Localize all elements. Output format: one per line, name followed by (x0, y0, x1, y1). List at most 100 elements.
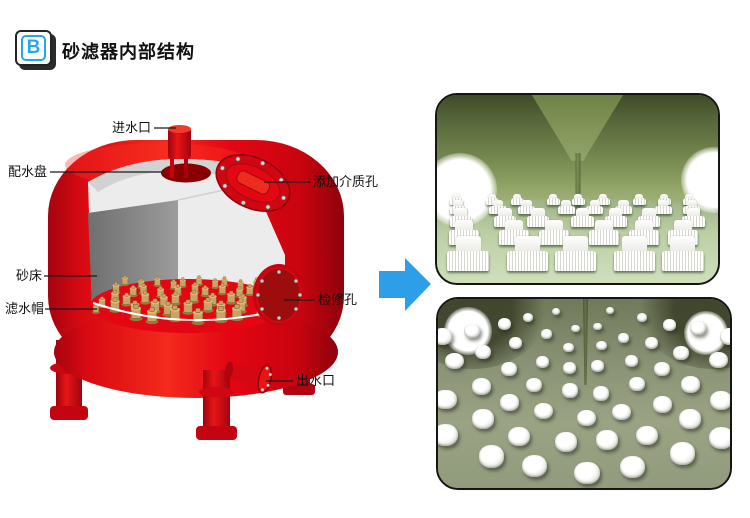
filter-cap (669, 442, 696, 465)
filter-cap (591, 360, 605, 373)
filter-cap (444, 352, 464, 370)
page-title: 砂滤器内部结构 (62, 42, 195, 62)
filter-cap (557, 199, 575, 215)
filter-cap (593, 322, 602, 331)
outlet-pipe (223, 361, 273, 394)
filter-cap (571, 208, 595, 227)
filter-cap (596, 193, 611, 206)
filter-cap (554, 235, 597, 272)
label-outlet: 出水口 (296, 373, 336, 388)
filter-cap (576, 409, 596, 427)
filter-cap (571, 193, 586, 206)
filter-cap (662, 319, 676, 331)
media-hatch (215, 154, 291, 212)
filter-cap (680, 376, 700, 394)
filter-cap (574, 461, 600, 485)
filter-cap (438, 423, 459, 447)
filter-cap (521, 454, 548, 478)
filter-cap (720, 328, 730, 345)
filter-cap (508, 337, 523, 349)
photo-tank-interior-side-view (435, 93, 720, 285)
label-sand-bed: 砂床 (16, 268, 43, 283)
filter-cap (709, 390, 730, 411)
filter-cap (629, 377, 646, 392)
center-pipe (575, 153, 580, 223)
section-badge: B (15, 30, 52, 66)
photo-tank-interior-top-view (436, 297, 732, 490)
filter-cap (612, 403, 632, 421)
filter-cap (632, 193, 647, 206)
filter-cap (538, 219, 569, 246)
label-media-hole: 添加介质孔 (313, 174, 379, 189)
filter-cap (614, 199, 633, 215)
sand-filter-diagram (44, 125, 431, 440)
filter-cap (541, 329, 552, 339)
filter-cap (673, 345, 690, 360)
label-filter-cap: 滤水帽 (5, 301, 45, 316)
filter-cap (536, 355, 550, 368)
filter-cap (447, 235, 489, 272)
filter-cap (589, 219, 620, 246)
filter-cap (636, 313, 648, 323)
filter-cap (690, 320, 707, 336)
filter-cap (527, 208, 550, 227)
filter-cap (654, 361, 671, 376)
filter-cap (471, 409, 494, 429)
filter-cap (500, 361, 517, 376)
right-arrow-icon (379, 258, 431, 311)
filter-cap (500, 393, 520, 411)
center-pipe (583, 299, 588, 385)
filter-cap (438, 389, 457, 410)
manhole (253, 264, 305, 326)
filter-cap (518, 199, 536, 215)
filter-cap (652, 395, 672, 413)
filter-cap (478, 445, 505, 468)
filter-cap (618, 333, 629, 343)
filter-cap (554, 432, 577, 452)
filter-cap (438, 328, 452, 345)
filter-cap (506, 235, 549, 272)
filter-cap (546, 193, 561, 206)
filter-cap (464, 323, 481, 339)
label-distributor: 配水盘 (8, 164, 48, 179)
filter-cap (644, 337, 659, 349)
filter-cap (498, 318, 512, 330)
filter-cap (635, 425, 658, 446)
filter-cap (679, 409, 702, 429)
filter-cap (596, 341, 607, 351)
filter-cap (604, 208, 628, 227)
filter-cap (596, 430, 619, 450)
filter-cap (605, 306, 615, 315)
label-inlet: 进水口 (112, 120, 152, 135)
filter-cap (708, 426, 730, 450)
filter-cap (508, 426, 531, 447)
filter-cap (533, 402, 553, 420)
filter-cap (551, 307, 561, 316)
filter-cap (613, 235, 656, 272)
filter-cap (522, 313, 534, 323)
filter-cap (562, 362, 576, 375)
filter-cap (662, 235, 704, 272)
filter-cap (562, 383, 579, 398)
filter-cap (586, 199, 604, 215)
filter-cap (624, 354, 638, 367)
filter-cap (682, 208, 705, 227)
filter-cap (510, 193, 525, 206)
filter-cap (472, 378, 492, 396)
filter-cap (563, 343, 574, 353)
filter-cap (592, 386, 609, 401)
label-manhole: 检修孔 (318, 292, 358, 307)
filter-cap (708, 351, 728, 369)
filter-cap (619, 455, 646, 479)
filter-cap (525, 378, 542, 393)
tank-center-leg (196, 370, 237, 440)
inlet-pipe (161, 125, 211, 183)
filter-cap (489, 199, 507, 215)
filter-cap (571, 324, 580, 333)
filter-cap (654, 199, 672, 215)
leader-lines (44, 127, 315, 382)
filter-cap (493, 208, 517, 227)
filter-cap (474, 344, 491, 359)
filter-cap (485, 193, 500, 206)
